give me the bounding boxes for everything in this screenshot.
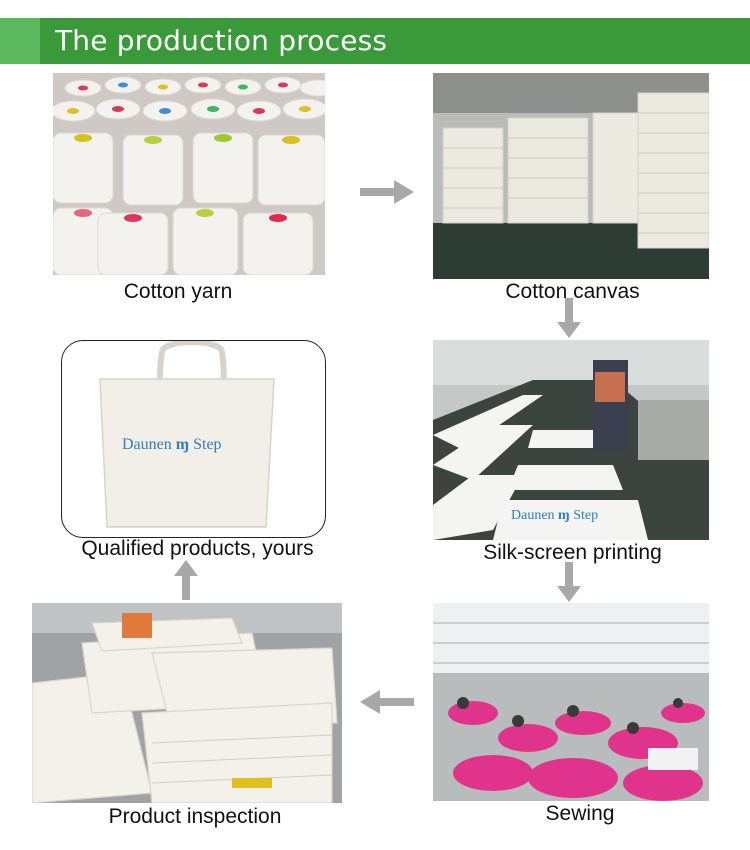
arrow-up-icon	[174, 560, 198, 600]
bag-brand-word-2: Step	[193, 436, 222, 453]
sewing-caption: Sewing	[545, 802, 615, 825]
silk-screen-caption: Silk-screen printing	[483, 541, 662, 564]
header-bar	[0, 18, 750, 64]
cotton-yarn-photo	[53, 73, 325, 275]
bag-brand-word-1: Daunen	[122, 436, 172, 453]
sewing-photo	[433, 603, 709, 801]
page-title: The production process	[55, 24, 388, 57]
arrow-down-icon	[557, 562, 581, 602]
tote-bag-image	[99, 341, 275, 528]
cotton-canvas-caption: Cotton canvas	[505, 280, 640, 303]
arrow-right-icon	[360, 180, 414, 204]
product-inspection-photo	[32, 603, 342, 803]
qualified-products-caption: Qualified products, yours	[81, 537, 314, 560]
brand-logo-icon: ɱ	[175, 436, 190, 453]
silk-screen-printing-photo: Daunen ɱ Step	[433, 340, 709, 540]
brand-logo-icon: ɱ	[558, 508, 570, 523]
print-brand-word-1: Daunen	[511, 508, 555, 523]
qualified-product-frame: Daunen ɱ Step	[61, 340, 326, 538]
print-brand-word-2: Step	[573, 508, 599, 523]
print-brand-text: Daunen ɱ Step	[511, 508, 598, 524]
cotton-yarn-caption: Cotton yarn	[123, 280, 233, 303]
arrow-down-icon	[557, 298, 581, 338]
cotton-canvas-photo	[433, 73, 709, 279]
product-inspection-caption: Product inspection	[108, 805, 282, 828]
bag-brand-text: Daunen ɱ Step	[122, 436, 222, 454]
arrow-left-icon	[360, 690, 414, 714]
